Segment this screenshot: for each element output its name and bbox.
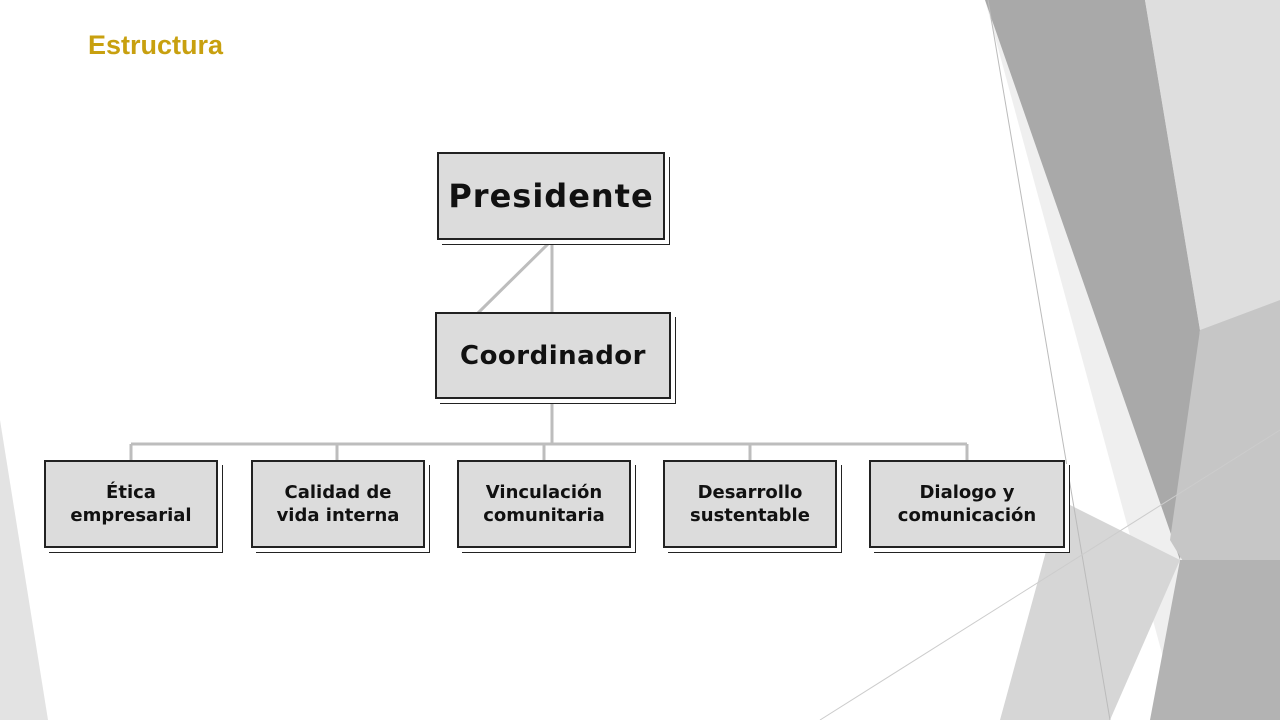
bg-facet	[0, 420, 48, 720]
department-box-etica: Ética empresarial	[44, 460, 218, 548]
bg-facet	[1150, 560, 1280, 720]
connector-diagonal	[476, 238, 554, 315]
bg-facet	[1000, 500, 1180, 720]
department-label-line1: Vinculación	[485, 482, 603, 503]
department-label-line2: comunicación	[897, 505, 1037, 526]
department-label-line2: sustentable	[690, 505, 810, 526]
department-box-vinculacion: Vinculación comunitaria	[457, 460, 631, 548]
coordinator-label: Coordinador	[459, 340, 646, 371]
department-label-line1: Ética	[106, 482, 156, 503]
bg-line	[819, 429, 1280, 720]
bg-facet	[985, 0, 1200, 560]
bg-line	[987, 0, 1111, 720]
department-label-line1: Desarrollo	[697, 482, 803, 503]
coordinator-box: Coordinador	[435, 312, 671, 399]
department-label-line2: comunitaria	[483, 505, 605, 526]
department-label-line1: Dialogo y	[919, 482, 1015, 503]
department-box-desarrollo: Desarrollo sustentable	[663, 460, 837, 548]
department-label-line2: vida interna	[276, 505, 400, 526]
bg-facet	[1145, 0, 1280, 330]
department-label-line1: Calidad de	[284, 482, 392, 503]
department-box-dialogo: Dialogo y comunicación	[869, 460, 1065, 548]
president-label: Presidente	[448, 177, 654, 215]
department-box-calidad: Calidad de vida interna	[251, 460, 425, 548]
slide-title: Estructura	[88, 30, 224, 60]
president-box: Presidente	[437, 152, 665, 240]
department-label-line2: empresarial	[70, 505, 192, 526]
